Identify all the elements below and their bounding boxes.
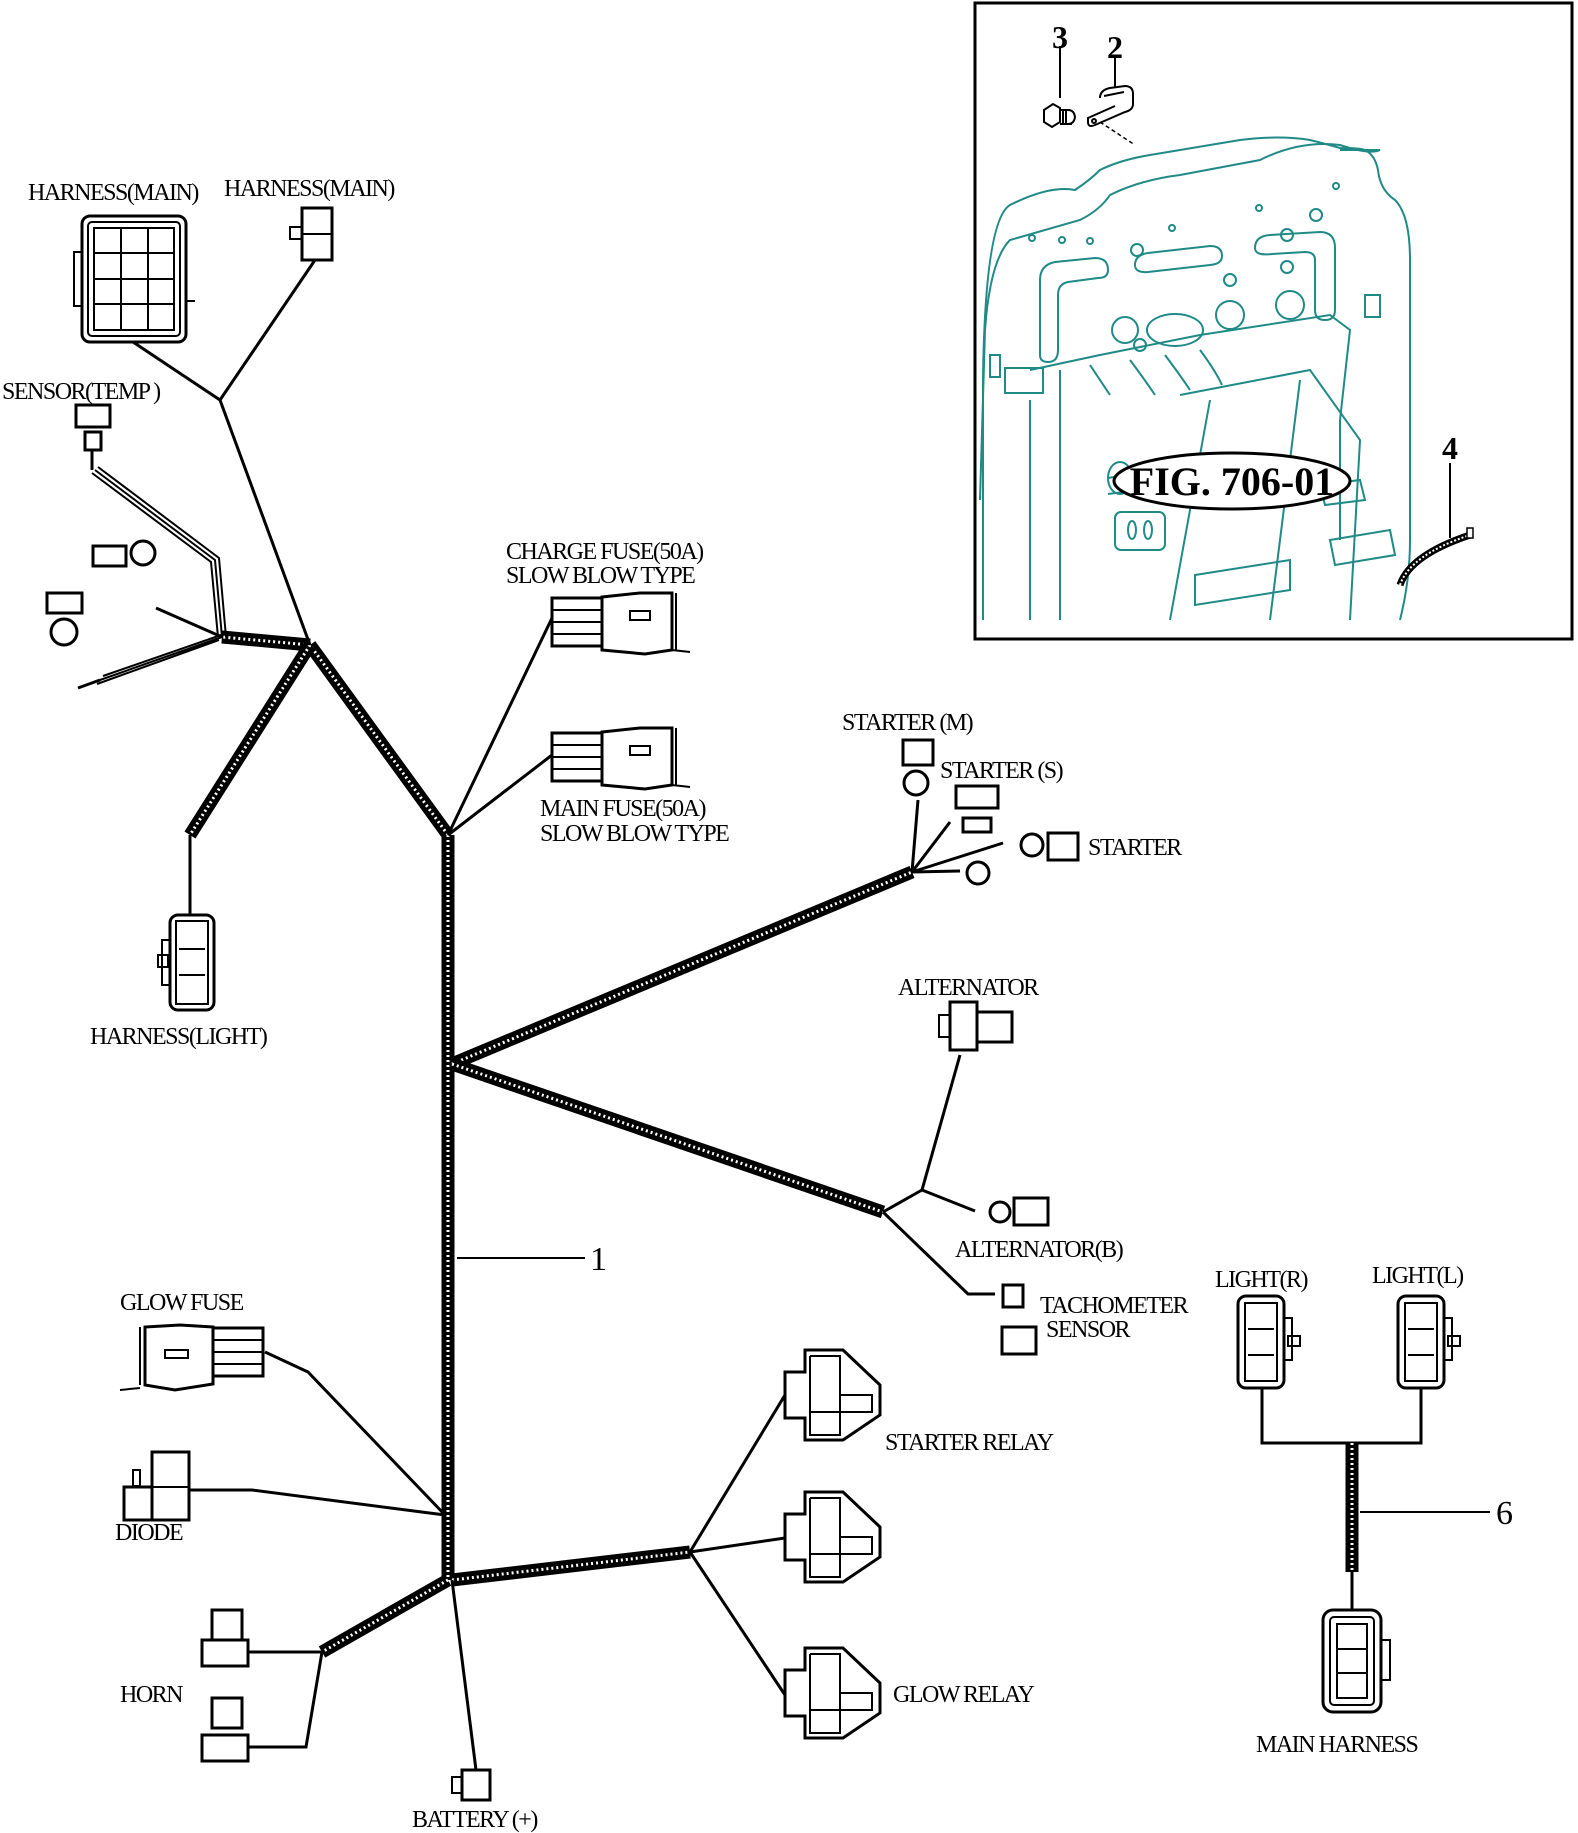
- callout-2: 2: [1107, 29, 1123, 65]
- label-harness-main-1: HARNESS(MAIN): [28, 180, 198, 206]
- label-starter-m: STARTER (M): [842, 710, 973, 736]
- label-starter: STARTER: [1088, 835, 1182, 861]
- ring-terminal-2: [45, 591, 84, 647]
- label-light-l: LIGHT(L): [1372, 1263, 1463, 1289]
- starter-wires: [910, 799, 1004, 874]
- starter-ring-terminal: [1019, 832, 1045, 858]
- label-sensor-temp: SENSOR(TEMP ): [2, 379, 160, 405]
- label-harness-main-2: HARNESS(MAIN): [224, 176, 394, 202]
- glow-relay-connector: [783, 1646, 882, 1740]
- callout-6: 6: [1496, 1495, 1513, 1532]
- charge-fuse-connector: [550, 591, 691, 656]
- alternator-connector: [938, 1000, 1014, 1052]
- starter-s-cap: [954, 784, 1000, 810]
- starter-ground-ring-terminal: [965, 860, 991, 886]
- label-tachometer-1: TACHOMETER: [1040, 1293, 1189, 1319]
- harness-light-connector: [157, 913, 216, 1012]
- callout-3: 3: [1052, 19, 1068, 55]
- alternator-b-cap: [1012, 1196, 1050, 1227]
- main-harness-connector: [1321, 1608, 1391, 1714]
- label-charge-fuse-2: SLOW BLOW TYPE: [506, 563, 695, 589]
- harness-main-connector-large: [73, 214, 195, 344]
- label-harness-light: HARNESS(LIGHT): [90, 1024, 267, 1050]
- relay-connector: [783, 1490, 882, 1584]
- label-main-harness: MAIN HARNESS: [1256, 1732, 1418, 1758]
- starter-relay-connector: [783, 1348, 882, 1442]
- diode-connector: [122, 1450, 191, 1522]
- battery-connector: [451, 1768, 492, 1802]
- label-tachometer-2: SENSOR: [1046, 1317, 1131, 1343]
- alternator-wires: [881, 1054, 995, 1296]
- label-main-fuse-1: MAIN FUSE(50A): [540, 796, 706, 822]
- callout-1: 1: [590, 1241, 607, 1278]
- sensor-temp-terminal: [83, 430, 103, 452]
- main-harness-bundles: [184, 630, 915, 1658]
- light-r-connector: [1236, 1294, 1301, 1390]
- fuse-wires: [446, 617, 554, 837]
- clamp-icon: [1087, 84, 1134, 127]
- light-l-connector: [1396, 1294, 1461, 1390]
- horn-cap-1: [210, 1608, 244, 1642]
- label-horn: HORN: [120, 1682, 183, 1708]
- cable-tie-icon: [1396, 527, 1474, 587]
- main-fuse-connector: [550, 726, 691, 791]
- sensor-temp-cap: [74, 403, 112, 429]
- inset-frame: [973, 1, 1574, 641]
- bolt-icon: [1043, 102, 1077, 129]
- harness-main-connector-small: [289, 206, 334, 262]
- starter-s-terminal: [961, 816, 993, 834]
- label-diode: DIODE: [115, 1520, 183, 1546]
- horn-terminal-1: [200, 1638, 250, 1668]
- horn-wires: [248, 1650, 324, 1749]
- label-alternator: ALTERNATOR: [898, 975, 1039, 1001]
- tachometer-sensor-cap: [1000, 1325, 1038, 1356]
- ring-terminal-1: [91, 539, 157, 568]
- callout-4: 4: [1442, 430, 1458, 466]
- label-light-r: LIGHT(R): [1215, 1267, 1307, 1293]
- top-left-branches: [77, 259, 317, 915]
- starter-cap: [1046, 831, 1080, 862]
- battery-wire: [450, 1579, 478, 1771]
- starter-m-cap: [901, 738, 935, 767]
- label-glow-relay: GLOW RELAY: [893, 1682, 1035, 1708]
- horn-terminal-2: [200, 1733, 250, 1763]
- figure-title-badge: FIG. 706-01: [1112, 451, 1352, 511]
- horn-cap-2: [210, 1696, 244, 1730]
- relay-wires: [688, 1394, 787, 1696]
- label-battery: BATTERY (+): [412, 1807, 537, 1833]
- tachometer-sensor-connector: [1001, 1283, 1025, 1309]
- label-starter-relay: STARTER RELAY: [885, 1430, 1054, 1456]
- starter-m-ring-terminal: [902, 769, 930, 797]
- figure-title: FIG. 706-01: [1130, 459, 1334, 504]
- light-sub-harness: [1260, 1388, 1423, 1610]
- label-alternator-b: ALTERNATOR(B): [955, 1237, 1123, 1263]
- label-main-fuse-2: SLOW BLOW TYPE: [540, 821, 729, 847]
- inset-figure: FIG. 706-01 3 2 4: [973, 1, 1574, 641]
- alternator-b-ring-terminal: [988, 1200, 1012, 1224]
- glow-fuse-connector: [119, 1323, 265, 1392]
- label-starter-s: STARTER (S): [940, 758, 1063, 784]
- label-charge-fuse-1: CHARGE FUSE(50A): [506, 539, 703, 565]
- glow-diode-wires: [190, 1350, 447, 1517]
- label-glow-fuse: GLOW FUSE: [120, 1290, 244, 1316]
